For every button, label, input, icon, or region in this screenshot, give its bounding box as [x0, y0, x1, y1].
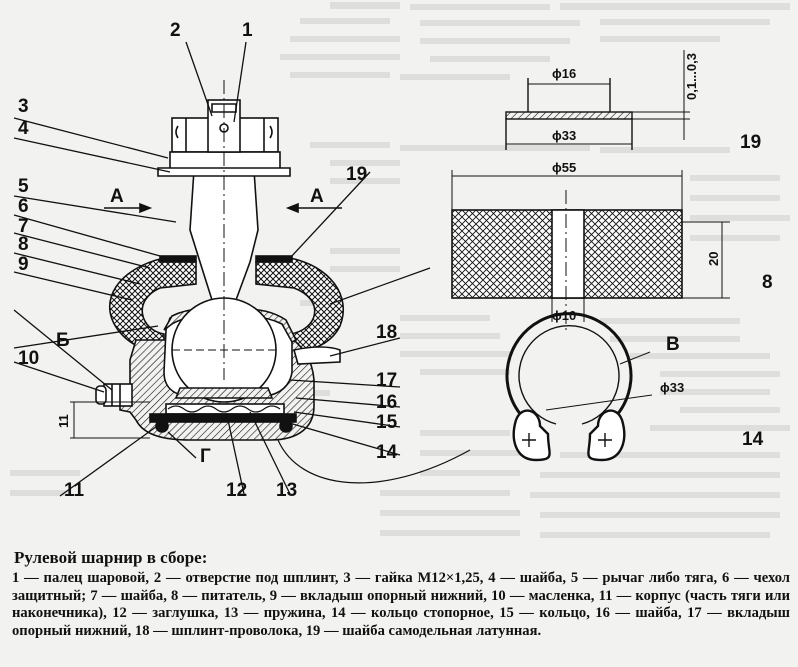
callout-4: 4	[18, 118, 29, 139]
dim-d33-ring: ϕ33	[660, 380, 684, 395]
callout-8: 8	[18, 234, 29, 255]
callout-6: 6	[18, 196, 29, 217]
callout-12: 12	[226, 480, 247, 501]
detail-number-14: 14	[742, 429, 764, 450]
callout-1: 1	[242, 20, 253, 41]
detail-number-8: 8	[762, 272, 773, 293]
section-mark-v: B	[666, 334, 680, 355]
callout-9: 9	[18, 254, 29, 275]
callout-18: 18	[376, 322, 397, 343]
detail-insert-8	[451, 170, 730, 330]
callout-2: 2	[170, 20, 181, 41]
section-mark-b: Б	[56, 330, 70, 351]
callout-11: 11	[64, 480, 85, 501]
dim-h11: 11	[56, 414, 71, 428]
section-marks: A A Б Г B	[56, 186, 680, 467]
dim-d33-top: ϕ33	[552, 128, 576, 143]
dim-d16: ϕ16	[552, 66, 576, 81]
callout-3: 3	[18, 96, 29, 117]
dim-thickness: 0,1...0,3	[684, 53, 699, 100]
detail-part-numbers: 19 8 14	[740, 132, 773, 450]
callout-15: 15	[376, 412, 398, 433]
assembly-section-view	[13, 41, 471, 497]
section-mark-a-right: A	[310, 186, 324, 207]
callout-10: 10	[18, 348, 39, 369]
callout-14: 14	[376, 442, 398, 463]
callout-5: 5	[18, 176, 29, 197]
caption-legend: 1 — палец шаровой, 2 — отверстие под шпл…	[12, 570, 790, 639]
callout-13: 13	[276, 480, 297, 501]
callout-16: 16	[376, 392, 397, 413]
dim-d10: ϕ10	[552, 308, 576, 323]
dim-d55: ϕ55	[552, 160, 576, 175]
callout-7: 7	[18, 216, 29, 237]
dimension-labels: ϕ16 ϕ33 0,1...0,3 ϕ55 20 ϕ10 ϕ33 11	[56, 53, 721, 428]
callout-19: 19	[346, 164, 367, 185]
detail-ring-14	[505, 312, 653, 462]
callout-labels: 1 2 3 4 5 6 7 8 9 10 11 12 13 14 15 16 1…	[18, 20, 398, 501]
detail-number-19: 19	[740, 132, 761, 153]
plug	[149, 413, 297, 423]
section-mark-a-left: A	[110, 186, 124, 207]
callout-17: 17	[376, 370, 397, 391]
detail-washer-19	[505, 50, 690, 150]
caption-title: Рулевой шарнир в сборе:	[14, 548, 208, 567]
section-mark-g: Г	[200, 446, 211, 467]
caption-area	[0, 543, 798, 667]
grease-nipple	[95, 383, 133, 407]
dim-h20: 20	[706, 252, 721, 266]
